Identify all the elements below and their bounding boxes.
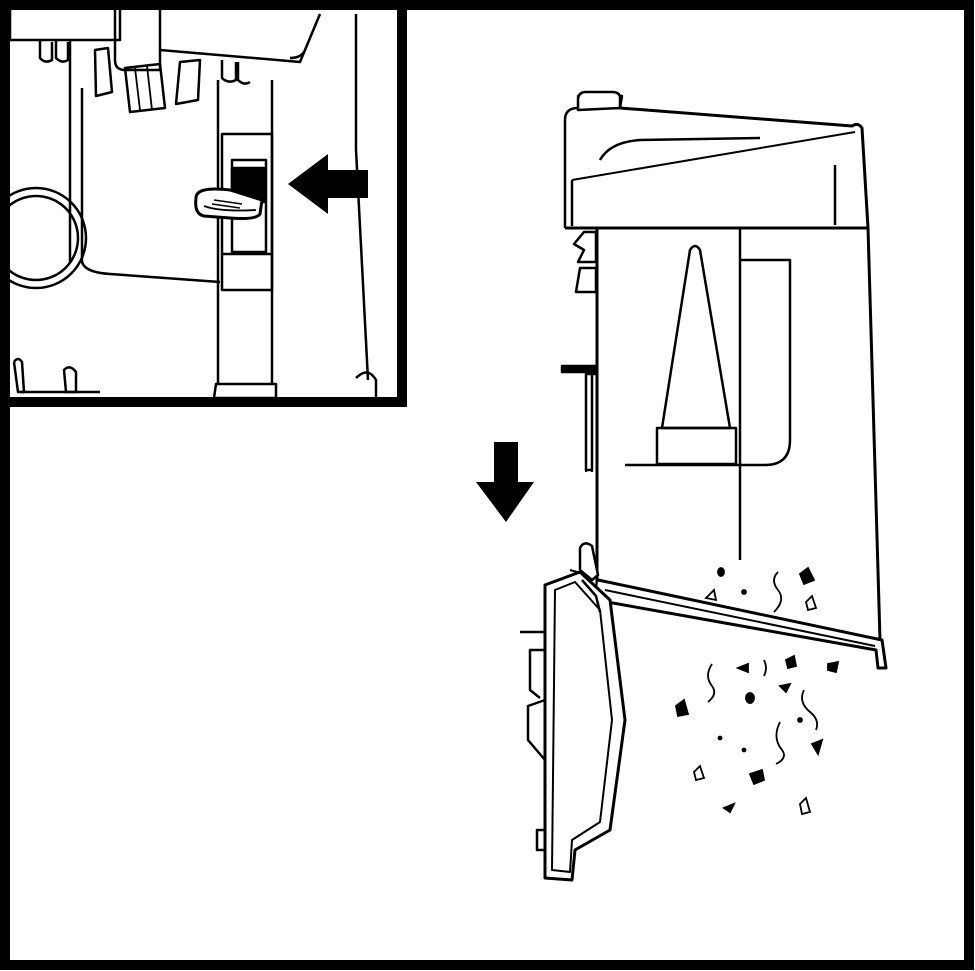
bottom-door	[520, 569, 627, 882]
inset-frame	[0, 0, 407, 407]
cyclone-cone	[660, 244, 732, 430]
left-arrow-icon	[288, 154, 368, 214]
latch-closeup-inset	[0, 0, 407, 407]
down-arrow-icon	[476, 442, 534, 522]
falling-debris	[675, 566, 840, 816]
tank-bottom-rim	[595, 578, 888, 670]
dirt-tank	[560, 90, 888, 670]
